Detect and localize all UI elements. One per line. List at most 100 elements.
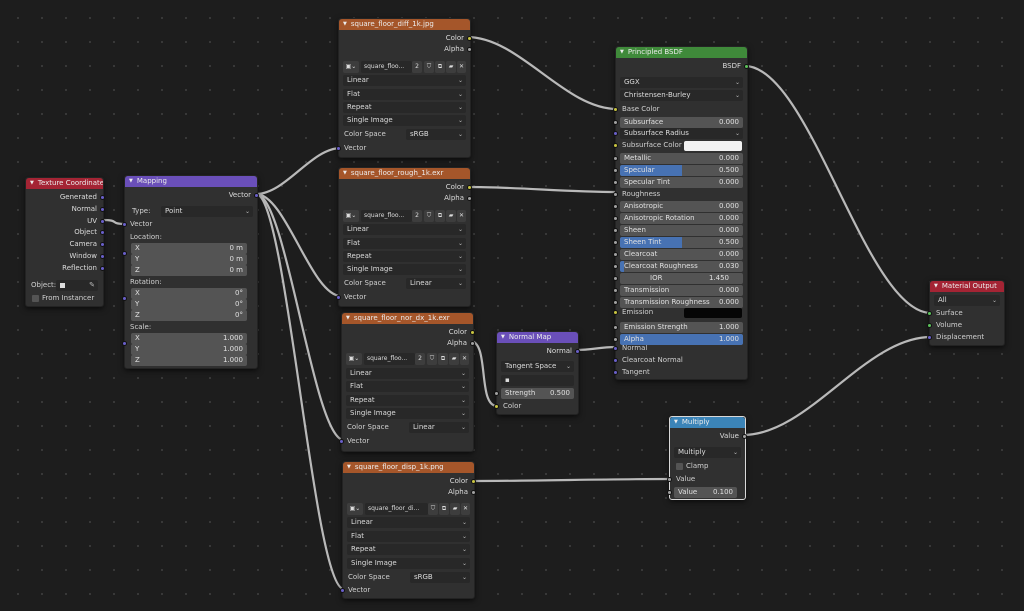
socket-clearcoat-normal[interactable] bbox=[613, 358, 618, 363]
image-name-field[interactable]: square_floo... bbox=[361, 61, 412, 73]
image-texture-normal-node[interactable]: ▼square_floor_nor_dx_1k.exr Color Alpha … bbox=[339, 312, 475, 452]
socket-color-out[interactable] bbox=[467, 185, 472, 190]
projection-dropdown[interactable]: Flat⌄ bbox=[346, 381, 469, 392]
socket-anisotropic-rotation[interactable] bbox=[613, 216, 618, 221]
source-dropdown[interactable]: Single Image⌄ bbox=[343, 115, 466, 126]
clamp-checkbox[interactable] bbox=[676, 463, 683, 470]
fake-user-icon[interactable]: ⛉ bbox=[427, 353, 437, 365]
socket-color-out[interactable] bbox=[471, 479, 476, 484]
folder-icon[interactable]: ▰ bbox=[450, 503, 460, 515]
socket-normal[interactable] bbox=[100, 207, 105, 212]
collapse-icon[interactable]: ▼ bbox=[343, 21, 347, 27]
normal-map-header[interactable]: ▼Normal Map bbox=[497, 332, 578, 343]
extension-dropdown[interactable]: Repeat⌄ bbox=[347, 544, 470, 555]
socket-alpha-out[interactable] bbox=[471, 490, 476, 495]
interpolation-dropdown[interactable]: Linear⌄ bbox=[347, 517, 470, 528]
uv-map-field[interactable]: ▪ bbox=[501, 375, 574, 386]
collapse-icon[interactable]: ▼ bbox=[343, 170, 347, 176]
node-link[interactable] bbox=[255, 192, 345, 442]
socket-roughness[interactable] bbox=[613, 192, 618, 197]
socket-vector-in[interactable] bbox=[339, 439, 344, 444]
socket-vector-out[interactable] bbox=[254, 193, 259, 198]
socket-color-in[interactable] bbox=[494, 404, 499, 409]
principled-bsdf-node[interactable]: ▼Principled BSDF BSDF GGX⌄ Christensen-B… bbox=[613, 46, 749, 380]
distribution-dropdown[interactable]: GGX⌄ bbox=[620, 77, 743, 88]
duplicate-icon[interactable]: ⧉ bbox=[435, 210, 445, 222]
material-output-node[interactable]: ▼Material Output All⌄ Surface Volume Dis… bbox=[927, 280, 1005, 346]
folder-icon[interactable]: ▰ bbox=[449, 353, 459, 365]
socket-vector-in[interactable] bbox=[336, 295, 341, 300]
socket-transmission-roughness[interactable] bbox=[613, 300, 618, 305]
socket-window[interactable] bbox=[100, 254, 105, 259]
user-count[interactable]: 2 bbox=[412, 61, 422, 73]
node-link[interactable] bbox=[742, 335, 932, 437]
socket-ior[interactable] bbox=[613, 276, 618, 281]
socket-scale[interactable] bbox=[122, 341, 127, 346]
socket-value-in-2[interactable] bbox=[667, 490, 672, 495]
socket-subsurface-color[interactable] bbox=[613, 143, 618, 148]
node-link[interactable] bbox=[255, 192, 342, 298]
socket-alpha[interactable] bbox=[613, 337, 618, 342]
collapse-icon[interactable]: ▼ bbox=[501, 334, 505, 340]
collapse-icon[interactable]: ▼ bbox=[620, 49, 624, 55]
interpolation-dropdown[interactable]: Linear⌄ bbox=[346, 368, 469, 379]
collapse-icon[interactable]: ▼ bbox=[30, 180, 34, 186]
socket-location[interactable] bbox=[122, 251, 127, 256]
node-link[interactable] bbox=[469, 339, 498, 408]
interpolation-dropdown[interactable]: Linear⌄ bbox=[343, 224, 466, 235]
socket-generated[interactable] bbox=[100, 195, 105, 200]
socket-sheen[interactable] bbox=[613, 228, 618, 233]
folder-icon[interactable]: ▰ bbox=[446, 61, 456, 73]
socket-vector-in[interactable] bbox=[336, 146, 341, 151]
close-icon[interactable]: ✕ bbox=[457, 61, 466, 73]
mapping-node[interactable]: ▼Mapping Vector Type: Point⌄ Vector Loca… bbox=[122, 175, 259, 369]
node-link[interactable] bbox=[255, 192, 345, 591]
socket-alpha-out[interactable] bbox=[467, 196, 472, 201]
node-link[interactable] bbox=[468, 477, 672, 483]
material-output-header[interactable]: ▼Material Output bbox=[930, 281, 1004, 292]
socket-specular[interactable] bbox=[613, 168, 618, 173]
socket-surface[interactable] bbox=[927, 311, 932, 316]
projection-dropdown[interactable]: Flat⌄ bbox=[343, 89, 466, 100]
socket-bsdf-out[interactable] bbox=[744, 64, 749, 69]
projection-dropdown[interactable]: Flat⌄ bbox=[347, 531, 470, 542]
socket-strength-in[interactable] bbox=[494, 391, 499, 396]
interpolation-dropdown[interactable]: Linear⌄ bbox=[343, 75, 466, 86]
node-link[interactable] bbox=[466, 35, 618, 111]
user-count[interactable]: 2 bbox=[415, 353, 425, 365]
fake-user-icon[interactable]: ⛉ bbox=[428, 503, 438, 515]
source-dropdown[interactable]: Single Image⌄ bbox=[347, 558, 470, 569]
source-dropdown[interactable]: Single Image⌄ bbox=[346, 408, 469, 419]
socket-clearcoat[interactable] bbox=[613, 252, 618, 257]
socket-displacement[interactable] bbox=[927, 335, 932, 340]
socket-alpha-out[interactable] bbox=[467, 47, 472, 52]
image-texture-diff-node[interactable]: ▼square_floor_diff_1k.jpg Color Alpha ▣⌄… bbox=[336, 18, 472, 158]
image-browse-icon[interactable]: ▣⌄ bbox=[346, 353, 362, 365]
socket-volume[interactable] bbox=[927, 323, 932, 328]
socket-value-out[interactable] bbox=[742, 434, 747, 439]
eyedropper-icon[interactable]: ✎ bbox=[89, 281, 95, 289]
close-icon[interactable]: ✕ bbox=[457, 210, 466, 222]
projection-dropdown[interactable]: Flat⌄ bbox=[343, 238, 466, 249]
image-browse-icon[interactable]: ▣⌄ bbox=[343, 61, 359, 73]
collapse-icon[interactable]: ▼ bbox=[129, 178, 133, 184]
texture-coordinate-header[interactable]: ▼Texture Coordinate bbox=[26, 178, 103, 189]
image-texture-rough-node[interactable]: ▼square_floor_rough_1k.exr Color Alpha ▣… bbox=[336, 167, 472, 307]
extension-dropdown[interactable]: Repeat⌄ bbox=[343, 251, 466, 262]
socket-color-out[interactable] bbox=[470, 330, 475, 335]
extension-dropdown[interactable]: Repeat⌄ bbox=[343, 102, 466, 113]
